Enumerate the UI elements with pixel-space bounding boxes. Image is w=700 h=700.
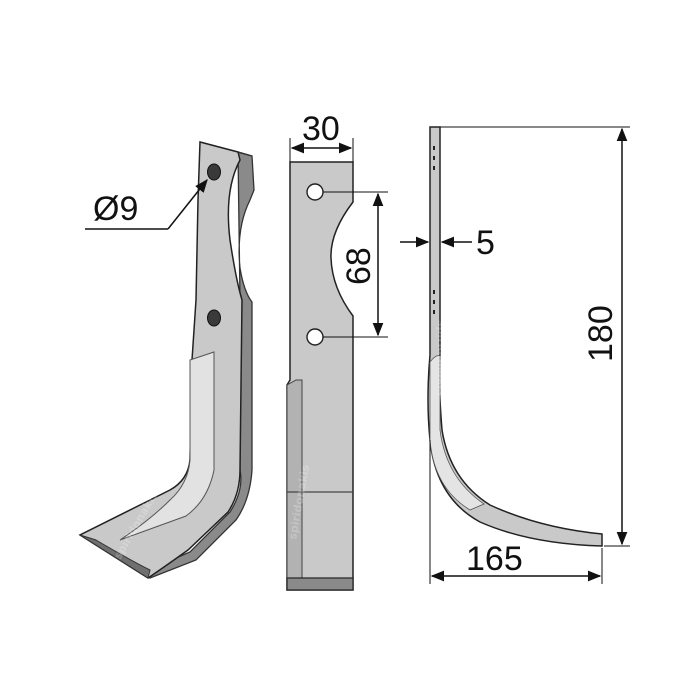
thickness-dimension: 5	[400, 224, 495, 262]
side-profile-bevel	[429, 355, 485, 511]
front-hole-upper	[306, 183, 324, 201]
hole-spacing-dimension: 68	[323, 191, 388, 338]
width-label: 30	[302, 110, 340, 148]
hole-spacing-label: 68	[340, 247, 378, 285]
height-label: 180	[582, 305, 620, 362]
blade-bevel	[119, 351, 215, 541]
mounting-hole-upper	[207, 163, 221, 181]
mounting-hole-lower	[207, 309, 221, 327]
length-dimension: 165	[429, 440, 603, 584]
blade-perspective-view: spiridonakis	[78, 141, 255, 579]
height-dimension: 180	[440, 126, 630, 547]
front-hole-lower	[306, 328, 324, 346]
blade-tip	[79, 534, 151, 579]
blade-side-edge	[147, 151, 255, 579]
watermark-right: spiridonakis	[435, 320, 448, 396]
length-label: 165	[466, 540, 523, 578]
thickness-label: 5	[476, 224, 495, 262]
blade-side-view: spiridonakis	[427, 126, 603, 547]
front-view-lower-strip	[286, 379, 303, 591]
hole-diameter-label: Ø9	[93, 190, 138, 228]
width-dimension: 30	[289, 110, 354, 162]
leader-diagonal	[167, 178, 208, 230]
hole-diameter-annotation: Ø9	[85, 178, 208, 230]
front-view-base	[286, 577, 354, 591]
blade-front-view: spiridonakis	[286, 161, 354, 591]
front-view-body	[286, 161, 354, 591]
